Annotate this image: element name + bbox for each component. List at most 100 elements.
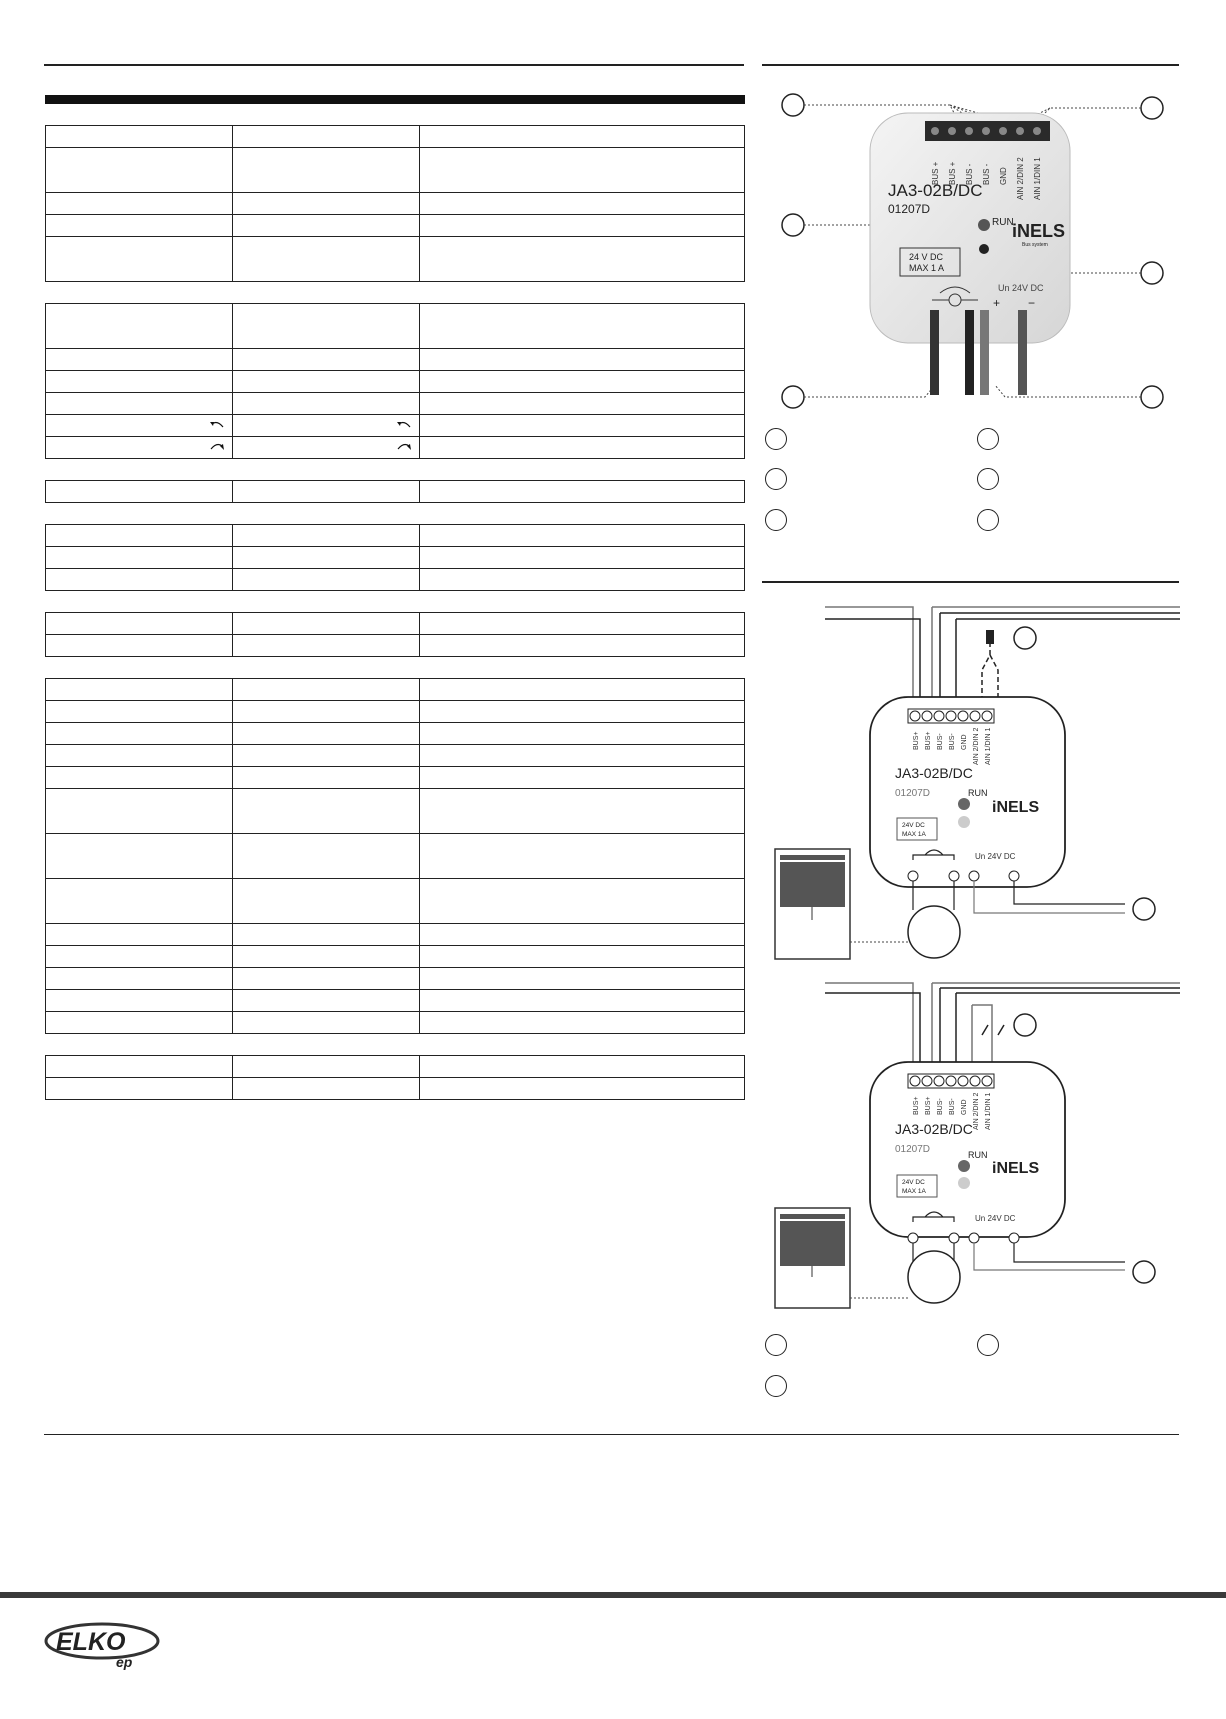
- table-row: [45, 370, 745, 393]
- table-row: [45, 833, 745, 879]
- callout-circle: [781, 93, 805, 117]
- connection-section-rule: [762, 581, 1179, 583]
- legend-circle: [765, 1334, 787, 1356]
- terminal-label: AIN 1/DIN 1: [1033, 157, 1042, 200]
- table-row: [45, 436, 745, 459]
- terminal-label: GND: [961, 734, 968, 750]
- callout-circle: [1140, 261, 1164, 285]
- terminal-label: BUS-: [949, 733, 956, 750]
- motor-circle: [907, 1250, 961, 1304]
- table-row: [45, 766, 745, 789]
- supply-label: Un 24V DC: [998, 283, 1044, 293]
- minus-sign: −: [1028, 296, 1035, 310]
- table-row: [45, 568, 745, 591]
- brand-sub: Bus system: [1022, 242, 1048, 248]
- cable: [930, 310, 939, 395]
- table-row: [45, 744, 745, 767]
- device-code: 01207D: [895, 1144, 930, 1155]
- terminal-label: AIN 2/DIN 2: [973, 728, 980, 765]
- terminal-label: AIN 1/DIN 1: [985, 1093, 992, 1130]
- table-row: [45, 480, 745, 503]
- legend-circle: [765, 509, 787, 531]
- table-row: [45, 722, 745, 745]
- elko-logo: ELKO ep: [44, 1622, 160, 1670]
- run-label: RUN: [968, 1150, 988, 1160]
- table-row: [45, 546, 745, 569]
- brand-logo: iNELS: [992, 799, 1039, 816]
- logo-sub: ep: [116, 1654, 133, 1670]
- table-row: [45, 788, 745, 834]
- supply-label: Un 24V DC: [975, 852, 1016, 861]
- plus-sign: +: [993, 296, 1000, 310]
- wiring-diagram-analog: BUS+ BUS+ BUS- BUS- GND AIN 2/DIN 2 AIN …: [774, 606, 1180, 960]
- blind-icon: [774, 1207, 908, 1309]
- callout-circle: [1140, 385, 1164, 409]
- terminal-label: BUS +: [931, 161, 940, 185]
- run-led: [958, 1160, 970, 1172]
- table-row: [45, 1033, 745, 1056]
- rotate-right-icon: [397, 443, 411, 450]
- footer-band: [0, 1592, 1226, 1598]
- terminal-label: BUS-: [937, 1098, 944, 1115]
- table-row: [45, 147, 745, 193]
- terminal-label: BUS +: [948, 161, 957, 185]
- rating-box: [899, 247, 961, 277]
- rating-line1: 24V DC: [902, 822, 925, 829]
- table-row: [45, 612, 745, 635]
- table-row: [45, 414, 745, 437]
- device-model: JA3-02B/DC: [895, 1121, 973, 1137]
- brand-logo: iNELS: [992, 1160, 1039, 1177]
- table-row: [45, 502, 745, 525]
- device-model: JA3-02B/DC: [888, 181, 982, 200]
- table-row: [45, 125, 745, 148]
- terminal-label: AIN 2/DIN 2: [973, 1093, 980, 1130]
- blind-icon: [774, 848, 908, 960]
- legend-circle: [765, 428, 787, 450]
- device-model: JA3-02B/DC: [895, 765, 973, 781]
- rotate-left-icon: [210, 421, 224, 428]
- table-row: [45, 634, 745, 657]
- wiring-diagram-digital: BUS+ BUS+ BUS- BUS- GND AIN 2/DIN 2 AIN …: [774, 982, 1180, 1309]
- table-row: [45, 348, 745, 371]
- rating-line1: 24 V DC: [909, 252, 944, 262]
- motor-symbol: [932, 286, 978, 307]
- legend-circle: [765, 1375, 787, 1397]
- device-code: 01207D: [888, 202, 930, 216]
- terminal-label: BUS-: [937, 733, 944, 750]
- table-row: [45, 392, 745, 415]
- terminal-label: GND: [999, 167, 1008, 185]
- callout-circle: [781, 385, 805, 409]
- supply-label: Un 24V DC: [975, 1214, 1016, 1223]
- terminal-label: AIN 1/DIN 1: [985, 728, 992, 765]
- terminal-label: AIN 2/DIN 2: [1016, 157, 1025, 200]
- table-row: [45, 590, 745, 613]
- legend-circle: [977, 468, 999, 490]
- terminal-label: BUS+: [925, 1097, 932, 1115]
- table-row: [45, 878, 745, 924]
- callout-circle: [781, 213, 805, 237]
- left-header-rule: [44, 64, 744, 66]
- rotate-left-icon: [397, 421, 411, 428]
- table-row: [45, 1055, 745, 1078]
- table-row: [45, 214, 745, 237]
- brand-logo: iNELS: [1012, 221, 1065, 241]
- terminal-label: BUS -: [965, 163, 974, 185]
- logo-main: ELKO: [56, 1628, 126, 1656]
- run-led: [958, 798, 970, 810]
- rotate-right-icon: [210, 443, 224, 450]
- rating-line2: MAX 1A: [902, 1188, 927, 1195]
- terminal-label: BUS+: [913, 732, 920, 750]
- cable: [980, 310, 989, 395]
- run-label: RUN: [992, 217, 1014, 228]
- table-row: [45, 103, 745, 126]
- rating-line2: MAX 1 A: [909, 263, 944, 273]
- table-row: [45, 656, 745, 679]
- right-header-rule: [762, 64, 1179, 66]
- status-led: [958, 1177, 970, 1189]
- cable: [1018, 310, 1027, 395]
- callout-circle: [1140, 96, 1164, 120]
- bottom-rule: [44, 1434, 1179, 1435]
- legend-circle: [977, 428, 999, 450]
- table-row: [45, 1011, 745, 1034]
- table-row: [45, 192, 745, 215]
